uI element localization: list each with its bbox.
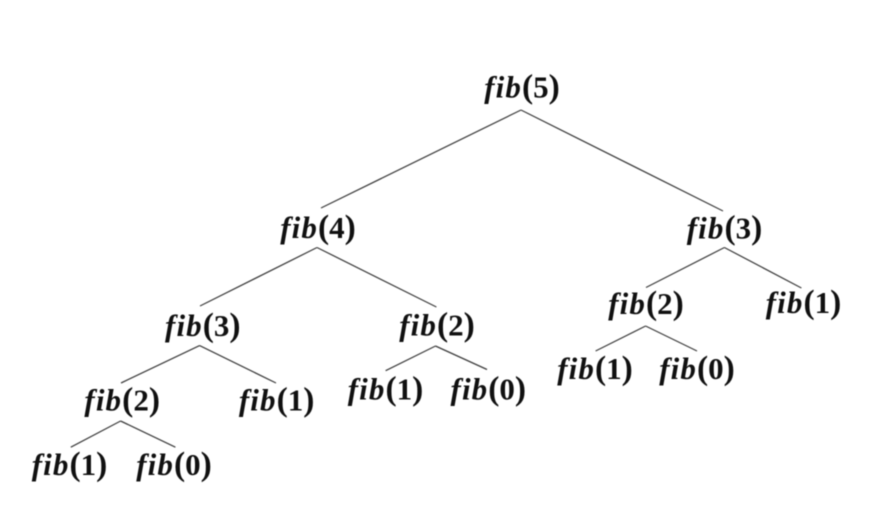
svg-text:fib(2): fib(2) <box>84 382 160 419</box>
svg-text:fib(4): fib(4) <box>280 209 356 246</box>
svg-text:fib(5): fib(5) <box>484 68 560 105</box>
svg-text:fib(1): fib(1) <box>557 350 633 387</box>
svg-text:fib(1): fib(1) <box>348 371 424 408</box>
svg-text:fib(0): fib(0) <box>451 371 527 408</box>
svg-text:fib(1): fib(1) <box>32 446 108 483</box>
svg-text:fib(0): fib(0) <box>659 350 735 387</box>
svg-text:fib(3): fib(3) <box>687 210 763 247</box>
svg-text:fib(3): fib(3) <box>165 307 241 344</box>
svg-text:fib(1): fib(1) <box>239 382 315 419</box>
svg-text:fib(0): fib(0) <box>136 446 212 483</box>
svg-text:fib(2): fib(2) <box>608 285 684 322</box>
svg-text:fib(2): fib(2) <box>399 307 475 344</box>
svg-text:fib(1): fib(1) <box>766 284 842 321</box>
